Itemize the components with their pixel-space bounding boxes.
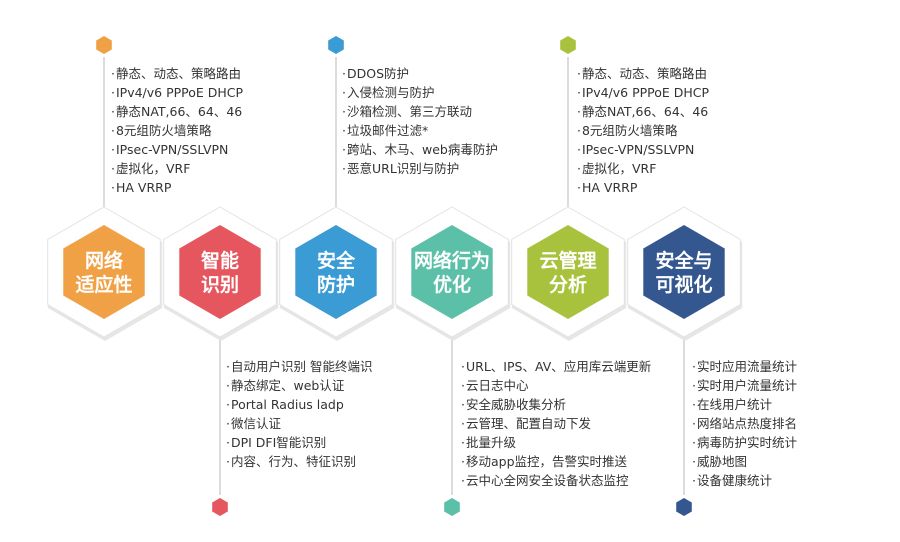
marker-dot-smart-identification xyxy=(212,498,228,516)
hexagon-security-visualization xyxy=(643,225,725,319)
hexagon-label-security-protection: 安全 xyxy=(317,249,356,272)
list-item: 静态NAT,66、64、46 xyxy=(577,102,709,121)
hexagon-label-cloud-management: 云管理 xyxy=(539,249,596,272)
list-item: 云日志中心 xyxy=(461,376,651,395)
list-item: IPsec-VPN/SSLVPN xyxy=(111,140,243,159)
list-item: 网络站点热度排名 xyxy=(692,414,797,433)
list-item: 微信认证 xyxy=(226,414,372,433)
list-item: 跨站、木马、web病毒防护 xyxy=(342,140,498,159)
list-item: 设备健康统计 xyxy=(692,471,797,490)
list-item: 静态、动态、策略路由 xyxy=(111,64,243,83)
list-item: 沙箱检测、第三方联动 xyxy=(342,102,498,121)
feature-list-security-visualization: 实时应用流量统计 实时用户流量统计 在线用户统计 网络站点热度排名 病毒防护实时… xyxy=(692,357,797,490)
marker-dot-security-protection xyxy=(328,36,344,54)
hexagon-label-security-visualization: 可视化 xyxy=(655,273,712,296)
list-item: 入侵检测与防护 xyxy=(342,83,498,102)
feature-list-smart-identification: 自动用户识别 智能终端识 静态绑定、web认证 Portal Radius la… xyxy=(226,357,372,471)
hexagon-label-security-visualization: 安全与 xyxy=(655,249,712,272)
hexagon-label-smart-identification: 智能 xyxy=(201,249,239,272)
hexagon-label-cloud-management: 分析 xyxy=(549,273,587,296)
list-item: 移动app监控，告警实时推送 xyxy=(461,452,651,471)
list-item: 恶意URL识别与防护 xyxy=(342,159,498,178)
hexagon-smart-identification xyxy=(179,225,261,319)
marker-dot-cloud-management xyxy=(560,36,576,54)
list-item: IPv4/v6 PPPoE DHCP xyxy=(111,83,243,102)
list-item: 批量升级 xyxy=(461,433,651,452)
list-item: 静态绑定、web认证 xyxy=(226,376,372,395)
list-item: HA VRRP xyxy=(577,178,709,197)
hexagon-label-security-protection: 防护 xyxy=(317,273,355,296)
list-item: 8元组防火墙策略 xyxy=(111,121,243,140)
hexagon-label-smart-identification: 识别 xyxy=(201,274,239,296)
feature-list-behavior-optimization: URL、IPS、AV、应用库云端更新 云日志中心 安全威胁收集分析 云管理、配置… xyxy=(461,357,651,490)
marker-dot-network-adaptability xyxy=(96,36,112,54)
list-item: IPsec-VPN/SSLVPN xyxy=(577,140,709,159)
list-item: 静态NAT,66、64、46 xyxy=(111,102,243,121)
list-item: 在线用户统计 xyxy=(692,395,797,414)
list-item: 实时用户流量统计 xyxy=(692,376,797,395)
list-item: 威胁地图 xyxy=(692,452,797,471)
list-item: Portal Radius ladp xyxy=(226,395,372,414)
list-item: HA VRRP xyxy=(111,178,243,197)
list-item: 实时应用流量统计 xyxy=(692,357,797,376)
list-item: IPv4/v6 PPPoE DHCP xyxy=(577,83,709,102)
hexagon-label-behavior-optimization: 优化 xyxy=(433,273,471,296)
feature-list-cloud-management: 静态、动态、策略路由 IPv4/v6 PPPoE DHCP 静态NAT,66、6… xyxy=(577,64,709,197)
feature-list-network-adaptability: 静态、动态、策略路由 IPv4/v6 PPPoE DHCP 静态NAT,66、6… xyxy=(111,64,243,197)
hexagon-label-network-adaptability: 适应性 xyxy=(75,273,132,296)
hexagon-network-adaptability xyxy=(63,225,145,319)
list-item: 垃圾邮件过滤* xyxy=(342,121,498,140)
marker-dot-behavior-optimization xyxy=(444,498,460,516)
list-item: 静态、动态、策略路由 xyxy=(577,64,709,83)
list-item: DDOS防护 xyxy=(342,64,498,83)
feature-list-security-protection: DDOS防护 入侵检测与防护 沙箱检测、第三方联动 垃圾邮件过滤* 跨站、木马、… xyxy=(342,64,498,178)
list-item: 病毒防护实时统计 xyxy=(692,433,797,452)
list-item: 自动用户识别 智能终端识 xyxy=(226,357,372,376)
list-item: 内容、行为、特征识别 xyxy=(226,452,372,471)
list-item: 虚拟化，VRF xyxy=(111,159,243,178)
marker-dot-security-visualization xyxy=(676,498,692,516)
hexagon-behavior-optimization xyxy=(411,225,493,319)
list-item: 8元组防火墙策略 xyxy=(577,121,709,140)
hexagon-security-protection xyxy=(295,225,377,319)
list-item: URL、IPS、AV、应用库云端更新 xyxy=(461,357,651,376)
hexagon-label-behavior-optimization: 网络行为 xyxy=(414,249,490,272)
list-item: 云管理、配置自动下发 xyxy=(461,414,651,433)
list-item: 云中心全网安全设备状态监控 xyxy=(461,471,651,490)
list-item: 虚拟化，VRF xyxy=(577,159,709,178)
list-item: 安全威胁收集分析 xyxy=(461,395,651,414)
list-item: DPI DFI智能识别 xyxy=(226,433,372,452)
hexagon-cloud-management xyxy=(527,225,609,319)
hexagon-label-network-adaptability: 网络 xyxy=(85,249,123,272)
